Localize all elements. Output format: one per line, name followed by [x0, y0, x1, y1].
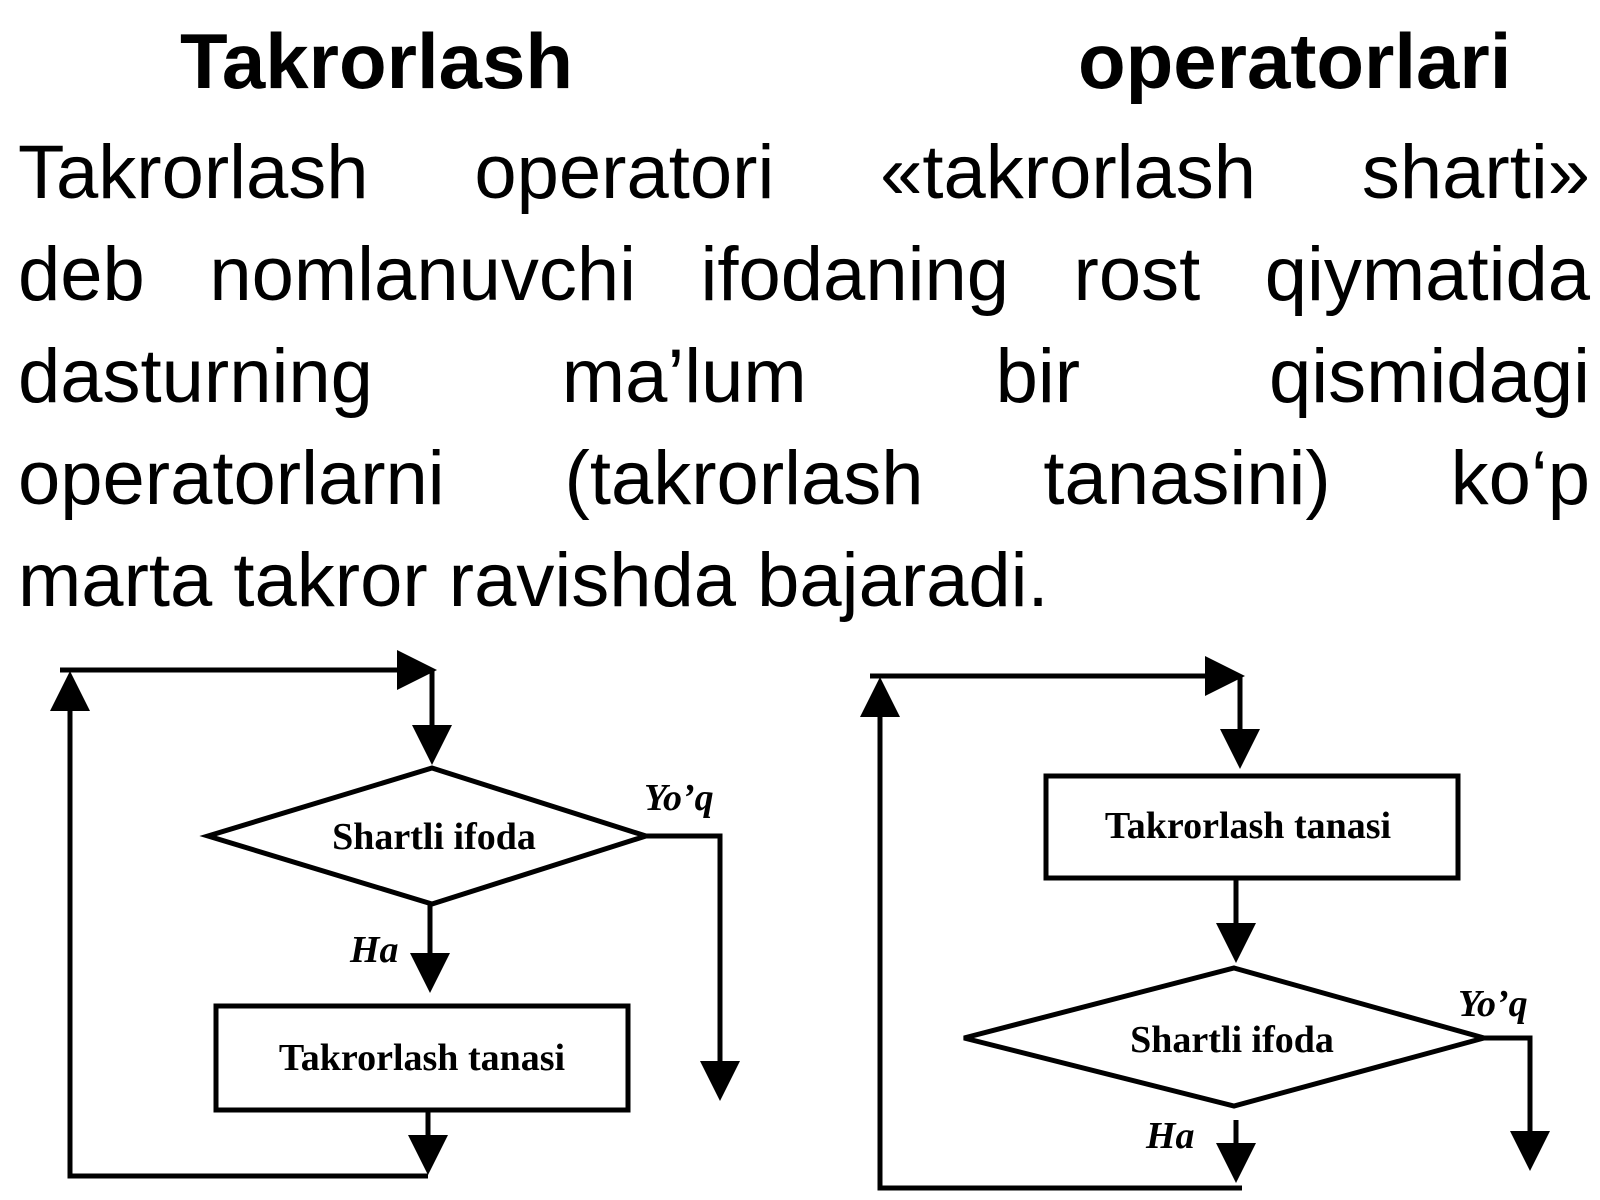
yes-label-left: Ha: [349, 929, 399, 971]
no-exit-line-left: [646, 833, 740, 1101]
loop-back-line-right: [860, 677, 1242, 1191]
no-label-left: Yo’q: [644, 777, 714, 819]
paragraph-line-2: deb nomlanuvchi ifodaning rost qiymatida: [18, 232, 1590, 317]
title-left: Takrorlash: [180, 17, 574, 105]
body-box-left: [213, 1003, 631, 1113]
paragraph-line-4: operatorlarni (takrorlash tanasini) ko‘p: [18, 436, 1590, 521]
no-exit-line-right: [1484, 1035, 1550, 1171]
paragraph-line-3: dasturning ma’lum bir qismidagi: [18, 334, 1590, 419]
title-right: operatorlari: [1078, 17, 1512, 105]
paragraph: Takrorlash operatori «takrorlash sharti»…: [18, 122, 1590, 632]
body-box-right: [1043, 773, 1461, 881]
condition-label-right: Shartli ifoda: [1130, 1019, 1334, 1061]
flowchart-while: Shartli ifoda Yo’q Ha Takrorlash tanasi: [50, 650, 740, 1179]
condition-diamond-right: [963, 965, 1494, 1109]
no-label-right: Yo’q: [1458, 983, 1528, 1025]
paragraph-line-5: marta takror ravishda bajaradi.: [18, 538, 1049, 623]
yes-label-right: Ha: [1145, 1115, 1195, 1157]
body-label-right: Takrorlash tanasi: [1105, 805, 1391, 847]
flowchart-do-while: Takrorlash tanasi Shartli ifoda Yo’q Ha: [860, 656, 1550, 1191]
paragraph-line-1: Takrorlash operatori «takrorlash sharti»: [18, 130, 1590, 215]
body-label-left: Takrorlash tanasi: [279, 1037, 565, 1079]
loop-back-line-left: [50, 671, 428, 1179]
condition-label-left: Shartli ifoda: [332, 816, 536, 858]
